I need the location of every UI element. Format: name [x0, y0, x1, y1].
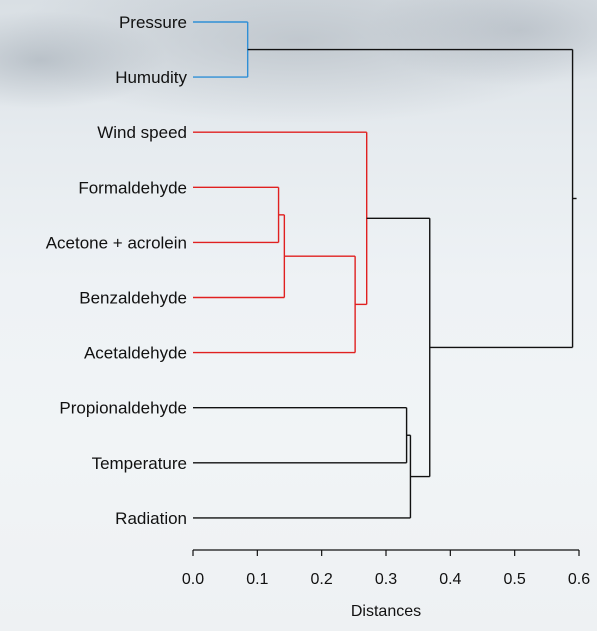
leaf-label: Benzaldehyde — [79, 289, 187, 308]
leaf-label: Temperature — [92, 454, 187, 473]
x-tick-label: 0.3 — [375, 571, 397, 588]
x-axis: 0.0 0.1 0.2 0.3 0.4 0.5 0.6 — [182, 549, 590, 588]
x-tick-label: 0.6 — [568, 571, 590, 588]
leaf-label: Pressure — [119, 13, 187, 32]
leaf-label: Formaldehyde — [78, 178, 187, 197]
x-tick-label: 0.5 — [504, 571, 526, 588]
leaf-label: Radiation — [115, 509, 187, 528]
leaf-label: Wind speed — [97, 123, 187, 142]
x-tick-label: 0.0 — [182, 571, 204, 588]
leaf-label: Acetaldehyde — [84, 344, 187, 363]
dendrogram-branches — [193, 21, 577, 519]
x-axis-title: Distances — [351, 603, 421, 620]
x-tick-label: 0.1 — [246, 571, 268, 588]
x-tick-label: 0.4 — [439, 571, 461, 588]
leaf-label: Propionaldehyde — [59, 399, 187, 418]
x-tick-label: 0.2 — [311, 571, 333, 588]
leaf-label: Humudity — [115, 68, 187, 87]
leaf-label: Acetone + acrolein — [46, 233, 187, 252]
